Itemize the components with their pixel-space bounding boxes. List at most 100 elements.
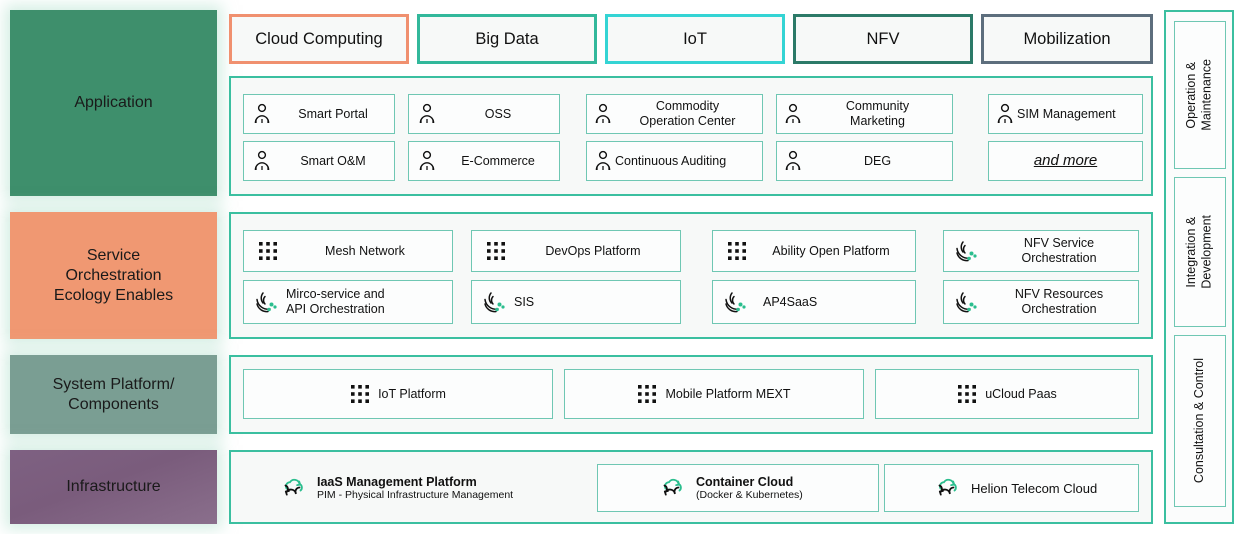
- layer-label-text: System Platform/ Components: [52, 375, 175, 413]
- layer-label-system-platform: System Platform/ Components: [10, 355, 217, 434]
- service-tile-ability-open-platform[interactable]: Ability Open Platform: [712, 230, 916, 272]
- service-tile-microservice-api-orchestration[interactable]: Mirco-service and API Orchestration: [243, 280, 453, 324]
- app-tile-label: Commodity Operation Center: [639, 99, 736, 128]
- application-layer-panel: Smart Portal OSS Commodity Operation Cen…: [229, 76, 1153, 196]
- person-icon: [252, 150, 272, 172]
- infra-tile-sublabel: (Docker & Kubernetes): [696, 489, 803, 501]
- cloud-refresh-icon: [933, 476, 961, 500]
- category-pill-label: NFV: [866, 29, 900, 48]
- orchestration-icon: [254, 290, 280, 314]
- person-icon: [593, 103, 613, 125]
- cloud-refresh-icon: [658, 476, 686, 500]
- app-tile-smart-portal[interactable]: Smart Portal: [243, 94, 395, 134]
- service-tile-label: Mirco-service and API Orchestration: [286, 287, 385, 316]
- system-tile-mobile-platform-mext[interactable]: Mobile Platform MEXT: [564, 369, 864, 419]
- system-tile-label: uCloud Paas: [985, 387, 1057, 401]
- sidebar-item-label: Operation & Maintenance: [1184, 59, 1214, 131]
- category-pill-mobilization[interactable]: Mobilization: [981, 14, 1153, 64]
- grid-dots-icon: [258, 241, 278, 261]
- service-tile-label: AP4SaaS: [763, 294, 818, 309]
- grid-dots-icon: [486, 241, 506, 261]
- service-tile-devops-platform[interactable]: DevOps Platform: [471, 230, 681, 272]
- app-tile-label: OSS: [484, 106, 512, 121]
- service-orchestration-layer-panel: Mesh Network DevOps Platform Ability Ope…: [229, 212, 1153, 339]
- app-tile-label: DEG: [863, 153, 892, 168]
- service-tile-nfv-resources-orchestration[interactable]: NFV Resources Orchestration: [943, 280, 1139, 324]
- app-tile-label: Smart Portal: [298, 106, 368, 121]
- app-tile-label: E-Commerce: [461, 153, 535, 168]
- app-tile-label: and more: [1033, 152, 1098, 169]
- person-icon: [417, 150, 437, 172]
- system-tile-ucloud-paas[interactable]: uCloud Paas: [875, 369, 1139, 419]
- category-pill-label: Mobilization: [1023, 29, 1111, 48]
- category-pill-label: IoT: [683, 29, 707, 48]
- sidebar-item-label: Consultation & Control: [1192, 358, 1207, 484]
- cloud-refresh-icon: [279, 476, 307, 500]
- app-tile-commodity-operation-center[interactable]: Commodity Operation Center: [586, 94, 763, 134]
- service-tile-sis[interactable]: SIS: [471, 280, 681, 324]
- layer-label-service: Service Orchestration Ecology Enables: [10, 212, 217, 339]
- infra-tile-iaas-management-platform[interactable]: IaaS Management Platform PIM - Physical …: [271, 464, 596, 512]
- system-tile-label: IoT Platform: [378, 387, 446, 401]
- infra-tile-label: IaaS Management Platform: [317, 475, 477, 489]
- app-tile-and-more[interactable]: and more: [988, 141, 1143, 181]
- app-tile-continuous-auditing[interactable]: Continuous Auditing: [586, 141, 763, 181]
- layer-label-text: Infrastructure: [66, 478, 161, 495]
- service-tile-mesh-network[interactable]: Mesh Network: [243, 230, 453, 272]
- grid-dots-icon: [957, 384, 977, 404]
- orchestration-icon: [954, 239, 980, 263]
- grid-dots-icon: [637, 384, 657, 404]
- person-icon: [783, 150, 803, 172]
- layer-label-text: Application: [74, 94, 153, 111]
- infra-tile-helion-telecom-cloud[interactable]: Helion Telecom Cloud: [884, 464, 1139, 512]
- app-tile-oss[interactable]: OSS: [408, 94, 560, 134]
- app-tile-community-marketing[interactable]: Community Marketing: [776, 94, 953, 134]
- layer-label-application: Application: [10, 10, 217, 196]
- system-tile-label: Mobile Platform MEXT: [665, 387, 791, 401]
- infra-tile-label: Container Cloud: [696, 475, 794, 489]
- service-tile-ap4saas[interactable]: AP4SaaS: [712, 280, 916, 324]
- app-tile-label: Continuous Auditing: [615, 153, 727, 168]
- app-tile-deg[interactable]: DEG: [776, 141, 953, 181]
- sidebar-item-integration-development[interactable]: Integration & Development: [1174, 177, 1226, 327]
- infra-tile-sublabel: PIM - Physical Infrastructure Management: [317, 489, 514, 501]
- category-pill-label: Big Data: [475, 29, 539, 48]
- sidebar-item-operation-maintenance[interactable]: Operation & Maintenance: [1174, 21, 1226, 169]
- infra-tile-label: Helion Telecom Cloud: [971, 480, 1098, 496]
- orchestration-icon: [723, 290, 749, 314]
- category-pill-big-data[interactable]: Big Data: [417, 14, 597, 64]
- person-icon: [252, 103, 272, 125]
- person-icon: [783, 103, 803, 125]
- service-tile-label: NFV Resources Orchestration: [1014, 287, 1104, 316]
- category-pill-iot[interactable]: IoT: [605, 14, 785, 64]
- grid-dots-icon: [727, 241, 747, 261]
- app-tile-e-commerce[interactable]: E-Commerce: [408, 141, 560, 181]
- app-tile-label: Community Marketing: [845, 99, 910, 128]
- service-tile-label: DevOps Platform: [545, 243, 641, 258]
- service-tile-nfv-service-orchestration[interactable]: NFV Service Orchestration: [943, 230, 1139, 272]
- infrastructure-layer-panel: IaaS Management Platform PIM - Physical …: [229, 450, 1153, 524]
- service-tile-label: Mesh Network: [325, 243, 405, 258]
- layer-label-text: Service Orchestration Ecology Enables: [53, 246, 174, 304]
- app-tile-label: SIM Management: [1017, 106, 1116, 121]
- category-pill-nfv[interactable]: NFV: [793, 14, 973, 64]
- category-pill-cloud-computing[interactable]: Cloud Computing: [229, 14, 409, 64]
- sidebar-item-consultation-control[interactable]: Consultation & Control: [1174, 335, 1226, 507]
- sidebar-item-label: Integration & Development: [1184, 215, 1214, 289]
- service-tile-label: SIS: [514, 294, 535, 309]
- grid-dots-icon: [350, 384, 370, 404]
- app-tile-smart-om[interactable]: Smart O&M: [243, 141, 395, 181]
- service-tile-label: Ability Open Platform: [772, 243, 890, 258]
- system-platform-layer-panel: IoT Platform Mobile Platform MEXT uCloud…: [229, 355, 1153, 434]
- person-icon: [417, 103, 437, 125]
- system-tile-iot-platform[interactable]: IoT Platform: [243, 369, 553, 419]
- category-pill-label: Cloud Computing: [255, 29, 383, 48]
- orchestration-icon: [954, 290, 980, 314]
- infra-tile-container-cloud[interactable]: Container Cloud (Docker & Kubernetes): [597, 464, 879, 512]
- app-tile-label: Smart O&M: [300, 153, 366, 168]
- person-icon: [593, 150, 613, 172]
- service-tile-label: NFV Service Orchestration: [1021, 236, 1097, 265]
- layer-label-infrastructure: Infrastructure: [10, 450, 217, 524]
- app-tile-sim-management[interactable]: SIM Management: [988, 94, 1143, 134]
